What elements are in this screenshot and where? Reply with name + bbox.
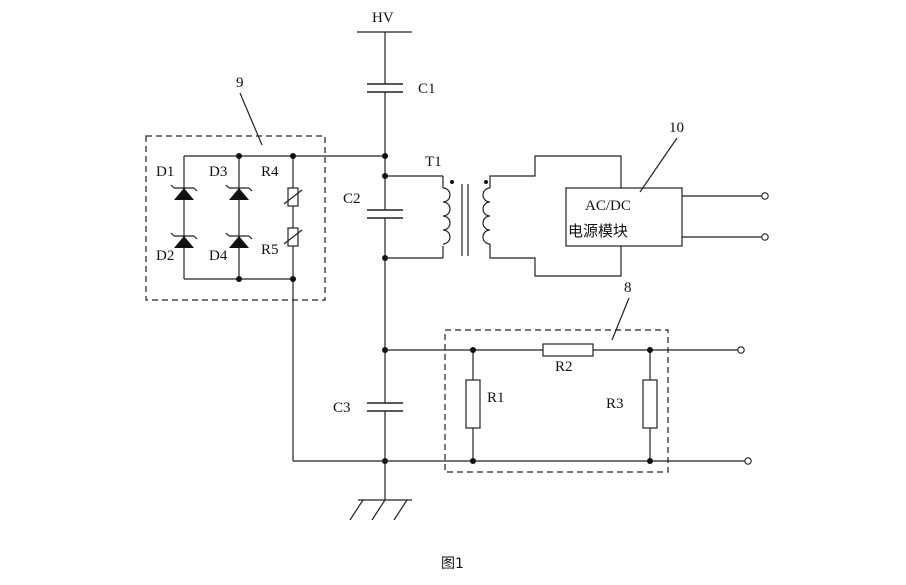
diode-d2 [170,232,198,248]
r1-label: R1 [487,390,505,406]
hv-label: HV [372,10,394,26]
t1-secondary-bottom-wire [489,244,622,277]
capacitor-c1 [367,83,403,93]
output-terminal [744,457,752,465]
block-9-leader [239,92,263,146]
junction-dot [236,276,242,282]
acdc-module-subtitle: 电源模块 [568,222,628,240]
resistor-r1 [465,379,481,429]
junction-dot [236,153,242,159]
block-9-border [145,135,326,301]
t1-secondary-coil [482,187,491,245]
ground-symbol [349,499,412,521]
output-terminal [761,192,769,200]
block-10-leader [639,137,678,193]
d2-label: D2 [156,248,174,264]
block-9-label: 9 [236,75,244,91]
varistor-r4 [283,187,303,207]
c2-label: C2 [343,191,361,207]
junction-dot [290,276,296,282]
junction-dot [647,347,653,353]
block-8-label: 8 [624,280,632,296]
t1-label: T1 [425,154,442,170]
varistor-r5 [283,227,303,247]
d1-label: D1 [156,164,174,180]
r2-label: R2 [555,359,573,375]
block-8-border [444,329,669,473]
diode-d3 [225,184,253,200]
junction-dot [290,153,296,159]
t1-polarity-dot [484,180,488,184]
t1-polarity-dot [450,180,454,184]
junction-dot [470,458,476,464]
d3-label: D3 [209,164,227,180]
t1-primary-coil [442,187,451,245]
output-terminal [737,346,745,354]
c3-label: C3 [333,400,351,416]
r3-label: R3 [606,396,624,412]
block-8-leader [611,297,630,341]
junction-dot [647,458,653,464]
block-10-label: 10 [669,120,684,136]
acdc-module-title: AC/DC [585,198,631,214]
t1-secondary-top-wire [489,155,622,188]
r5-label: R5 [261,242,279,258]
figure-caption: 图1 [441,556,464,572]
diode-d4 [225,232,253,248]
output-terminal [761,233,769,241]
acdc-module-box [565,187,683,247]
resistor-r3 [642,379,658,429]
r4-label: R4 [261,164,279,180]
capacitor-c2 [367,209,403,219]
resistor-r2 [542,343,594,357]
d4-label: D4 [209,248,228,264]
capacitor-c3 [367,402,403,412]
junction-dot [470,347,476,353]
diode-d1 [170,184,198,200]
c1-label: C1 [418,81,436,97]
